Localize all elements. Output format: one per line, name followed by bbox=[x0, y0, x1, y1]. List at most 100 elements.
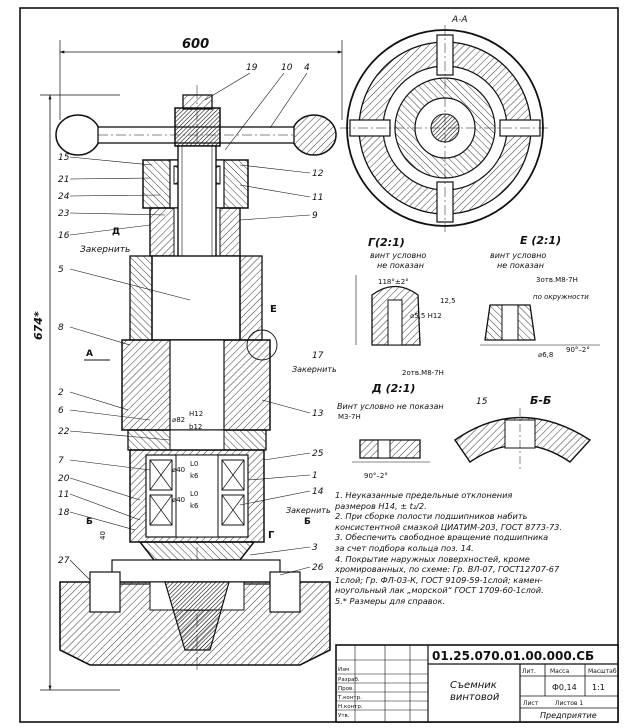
role-3: Т.контр. bbox=[337, 695, 362, 701]
detail-e: Е (2:1) винт условно не показан 3отв.М8-… bbox=[480, 234, 600, 359]
title-name-2: винтовой bbox=[450, 692, 500, 703]
note-line: 3. Обеспечить свободное вращение подшипн… bbox=[335, 532, 549, 543]
callout-3: 3 bbox=[312, 543, 318, 553]
detail-g-dia: ⌀5,5 Н12 bbox=[410, 312, 442, 320]
section-bb-title: Б-Б bbox=[530, 394, 551, 407]
role-2: Пров. bbox=[338, 686, 354, 692]
sheet-frame bbox=[19, 7, 619, 723]
zakernit-label-2: Закернить bbox=[292, 365, 337, 374]
note-line: 1. Неуказанные предельные отклонения bbox=[335, 490, 513, 500]
callout-11r: 11 bbox=[312, 193, 323, 203]
note-line: 2. При сборке полости подшипников набить bbox=[335, 511, 528, 522]
fit-2-top: L0 bbox=[190, 460, 198, 468]
fit-2-dia: ⌀40 bbox=[172, 466, 185, 474]
callout-leaders-left bbox=[69, 156, 191, 581]
section-aa-title: А-А bbox=[451, 15, 468, 25]
base-workpiece bbox=[59, 571, 331, 666]
marker-D: Д bbox=[112, 227, 120, 237]
fit-1-dia: ⌀82 bbox=[172, 416, 185, 424]
fit-3-top: L0 bbox=[190, 490, 198, 498]
callout-10: 10 bbox=[281, 63, 293, 73]
callout-1: 1 bbox=[312, 471, 318, 481]
zakernit-label-1: Закернить bbox=[80, 245, 130, 255]
marker-B-left: Б bbox=[86, 517, 93, 527]
note-line: 1слой; Гр. ФЛ-03-К, ГОСТ 9109-59-1слой; … bbox=[335, 574, 543, 585]
title-header-litera: Лит. bbox=[522, 668, 536, 675]
callout-12: 12 bbox=[312, 169, 324, 179]
title-sheets: Листов 1 bbox=[555, 700, 583, 707]
section-bb-num: 15 bbox=[476, 397, 488, 407]
detail-g-angle: 118°±2° bbox=[378, 278, 409, 286]
detail-g-note-2: не показан bbox=[377, 261, 424, 270]
title-name-1: Съемник bbox=[450, 680, 497, 691]
detail-d-thread: М3-7Н bbox=[338, 413, 361, 421]
right-leg bbox=[239, 255, 263, 341]
detail-circle-E bbox=[246, 329, 278, 361]
callout-5: 5 bbox=[58, 265, 64, 275]
callout-25: 25 bbox=[312, 449, 324, 459]
detail-e-note-2: не показан bbox=[497, 261, 544, 270]
detail-g-title: Г(2:1) bbox=[368, 236, 405, 249]
title-mass: Ф0,14 bbox=[552, 683, 577, 692]
callout-leaders-right bbox=[239, 164, 311, 576]
callout-23: 23 bbox=[58, 209, 70, 219]
technical-notes: 1. Неуказанные предельные отклонения раз… bbox=[335, 490, 605, 607]
note-line: консистентной смазкой ЦИАТИМ-203, ГОСТ 8… bbox=[335, 521, 562, 532]
callout-22: 22 bbox=[58, 427, 70, 437]
title-doc-number: 01.25.070.01.00.000.СБ bbox=[432, 649, 594, 663]
fit-3-dia: ⌀40 bbox=[172, 496, 185, 504]
note-line: 4. Покрытие наружных поверхностей, кроме bbox=[335, 553, 530, 564]
detail-g-thread: 2отв.М8-7Н bbox=[402, 369, 444, 377]
detail-e-dia: ⌀6,8 bbox=[538, 351, 553, 359]
role-5: Утв. bbox=[338, 713, 350, 719]
note-line: за счет подбора кольца поз. 14. bbox=[335, 542, 474, 553]
callout-11: 11 bbox=[58, 490, 69, 500]
detail-e-thread: 3отв.М8-7Н bbox=[536, 276, 578, 284]
detail-g-r: 12,5 bbox=[440, 297, 456, 305]
extractor-foot bbox=[111, 541, 281, 611]
callout-21: 21 bbox=[58, 175, 69, 185]
callout-4: 4 bbox=[304, 63, 310, 73]
callout-13: 13 bbox=[312, 409, 324, 419]
callout-17: 17 bbox=[312, 351, 324, 361]
callout-6: 6 bbox=[58, 406, 64, 416]
marker-B-right: Б bbox=[304, 517, 311, 527]
left-leg bbox=[129, 255, 153, 341]
overall-height-dimension: 674* bbox=[32, 94, 120, 691]
fit-1-top: H12 bbox=[189, 410, 203, 418]
title-header-scale: Масштаб bbox=[588, 668, 617, 675]
callout-8: 8 bbox=[58, 323, 64, 333]
marker-G: Г bbox=[268, 530, 275, 541]
callout-2: 2 bbox=[58, 388, 64, 398]
detail-g-note-1: винт условно bbox=[370, 251, 426, 260]
dim-40: 40 bbox=[99, 531, 107, 540]
detail-e-note-1: винт условно bbox=[490, 251, 546, 260]
detail-d-note: Винт условно не показан bbox=[337, 402, 444, 411]
callout-15: 15 bbox=[58, 153, 70, 163]
detail-g: Г(2:1) винт условно не показан 118°±2° ⌀… bbox=[355, 236, 456, 377]
callouts-right: 12 11 9 17 13 25 1 14 3 26 bbox=[312, 169, 324, 573]
title-block: 01.25.070.01.00.000.СБ Съемник винтовой … bbox=[335, 644, 619, 723]
callout-27: 27 bbox=[58, 556, 70, 566]
callout-7: 7 bbox=[58, 456, 64, 466]
fit-3-bottom: k6 bbox=[190, 502, 199, 510]
callout-26: 26 bbox=[312, 563, 324, 573]
callout-leaders-top bbox=[204, 72, 308, 151]
section-a-a: А-А bbox=[340, 15, 550, 232]
overall-height-text: 674* bbox=[32, 311, 45, 340]
detail-d: Д (2:1) Винт условно не показан М3-7Н 90… bbox=[337, 382, 444, 480]
callout-16: 16 bbox=[58, 231, 70, 241]
note-line: размеров Н14, ± t₂/2. bbox=[335, 500, 427, 511]
role-0: Изм bbox=[338, 667, 349, 673]
callout-20: 20 bbox=[58, 474, 70, 484]
detail-e-title: Е (2:1) bbox=[520, 234, 561, 247]
title-sheet: Лист bbox=[523, 700, 539, 707]
bearing-housing bbox=[129, 449, 265, 543]
callout-24: 24 bbox=[58, 192, 70, 202]
note-line: 5.* Размеры для справок. bbox=[335, 595, 446, 606]
title-header-mass: Масса bbox=[550, 668, 569, 675]
callout-19: 19 bbox=[246, 63, 258, 73]
fit-2-bottom: k6 bbox=[190, 472, 199, 480]
detail-d-title: Д (2:1) bbox=[371, 382, 415, 395]
